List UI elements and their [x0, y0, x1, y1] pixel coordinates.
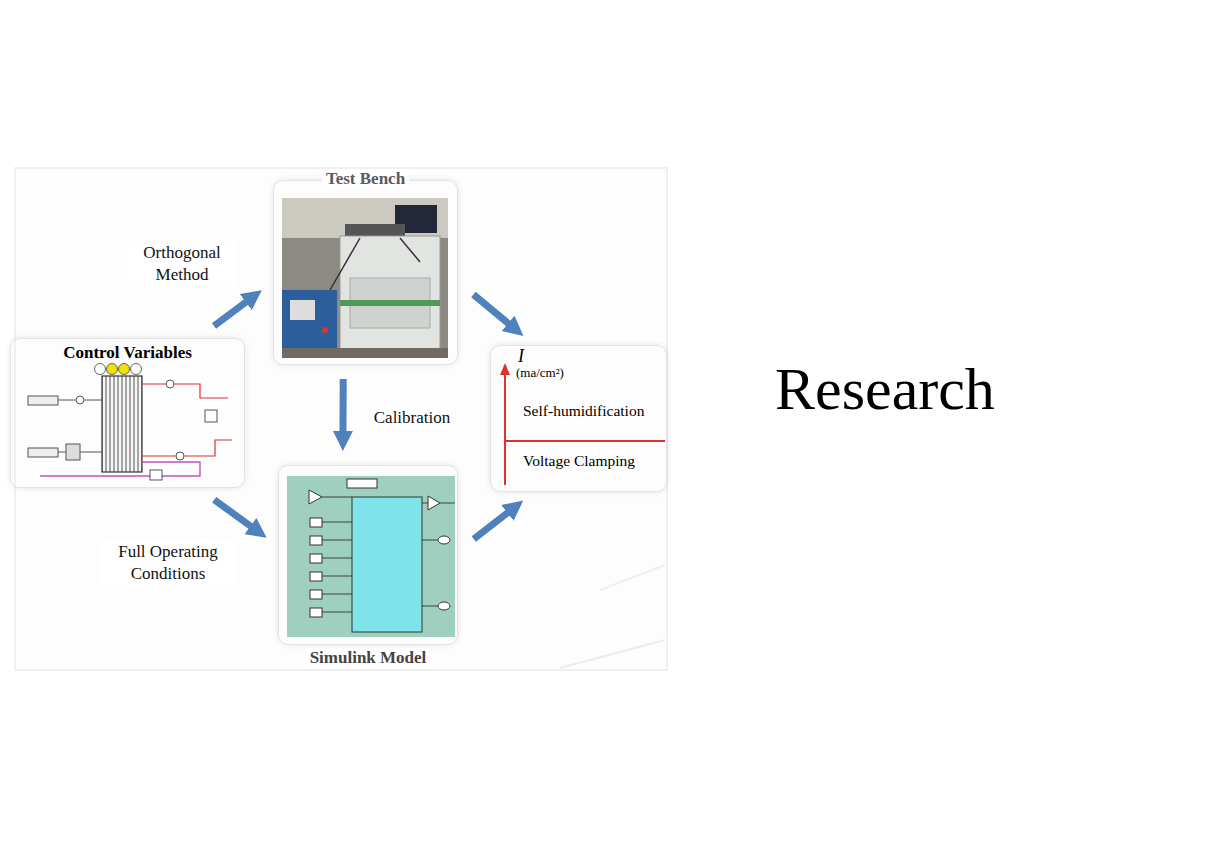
test-bench-photo [282, 348, 448, 358]
fuel-cell-system-schematic [142, 384, 228, 398]
test-bench-photo [282, 198, 448, 358]
simulink-screenshot [287, 476, 455, 637]
edge-label: Full Operating Conditions [99, 541, 237, 585]
node-heading: Control Variables [63, 343, 192, 363]
flow-arrow [474, 512, 509, 539]
simulink-screenshot [422, 503, 455, 606]
fuel-cell-system-schematic [95, 364, 106, 375]
region-label: Voltage Clamping [523, 452, 635, 471]
test-bench-photo [290, 300, 315, 320]
simulink-screenshot [428, 496, 440, 510]
fuel-cell-system-schematic [28, 364, 232, 481]
fuel-cell-system-schematic [119, 364, 130, 375]
current-density-axis [500, 363, 665, 485]
simulink-screenshot [310, 536, 322, 545]
edge-label: Calibration [372, 407, 452, 429]
result-box: I(ma/cm²) Self-humidificationVoltage Clam… [490, 345, 667, 492]
fuel-cell-system-schematic [107, 364, 118, 375]
background-panel [600, 565, 665, 590]
simulink-screenshot [438, 536, 450, 544]
fuel-cell-system-schematic [150, 470, 162, 480]
fuel-cell-system-schematic [131, 364, 142, 375]
current-density-axis [500, 363, 510, 375]
edge-label: Orthogonal Method [128, 242, 236, 286]
test-bench-box: Test Bench [273, 180, 458, 365]
test-bench-photo [340, 236, 440, 356]
fuel-cell-system-schematic [28, 448, 58, 457]
simulink-screenshot [310, 608, 322, 617]
fuel-cell-system-schematic [76, 396, 84, 404]
flow-arrow [473, 295, 509, 325]
axis-unit: (ma/cm²) [516, 365, 564, 381]
node-heading: Test Bench [322, 169, 409, 189]
flow-arrow [214, 301, 247, 326]
simulink-screenshot [310, 554, 322, 563]
fuel-cell-system-schematic [176, 452, 184, 460]
current-density-axis [505, 440, 665, 442]
simulink-screenshot [352, 497, 422, 632]
current-density-axis [504, 372, 506, 485]
test-bench-photo [282, 198, 448, 238]
node-heading: Simulink Model [306, 648, 431, 668]
test-bench-photo [340, 300, 440, 306]
test-bench-photo [400, 238, 420, 262]
fuel-cell-system-schematic [102, 376, 142, 472]
simulink-screenshot [287, 476, 455, 637]
region-label: Self-humidification [523, 402, 644, 421]
background-panel [15, 168, 667, 670]
test-bench-photo [282, 290, 337, 358]
fuel-cell-system-schematic [142, 440, 232, 456]
simulink-screenshot [438, 602, 450, 610]
simulink-screenshot [322, 497, 352, 612]
fuel-cell-system-schematic [28, 396, 58, 405]
fuel-cell-system-schematic [40, 462, 200, 476]
test-bench-photo [330, 238, 360, 290]
test-bench-photo [282, 198, 448, 358]
flow-arrow [214, 500, 252, 527]
test-bench-photo [322, 327, 328, 333]
page-label: Research [775, 355, 995, 424]
simulink-screenshot [310, 572, 322, 581]
fuel-cell-system-schematic [66, 444, 80, 460]
simulink-screenshot [347, 479, 377, 488]
fuel-cell-system-schematic [205, 410, 217, 422]
background-panel [15, 168, 667, 670]
flow-arrow [339, 379, 346, 433]
axis-label: I [518, 346, 524, 368]
fuel-cell-system-schematic [166, 380, 174, 388]
simulink-screenshot [310, 590, 322, 599]
control-variables-box: Control Variables [10, 338, 245, 488]
background-panel [560, 640, 665, 668]
simulink-model-box: Simulink Model [278, 465, 458, 645]
simulink-screenshot [310, 518, 322, 527]
simulink-screenshot [309, 490, 322, 504]
